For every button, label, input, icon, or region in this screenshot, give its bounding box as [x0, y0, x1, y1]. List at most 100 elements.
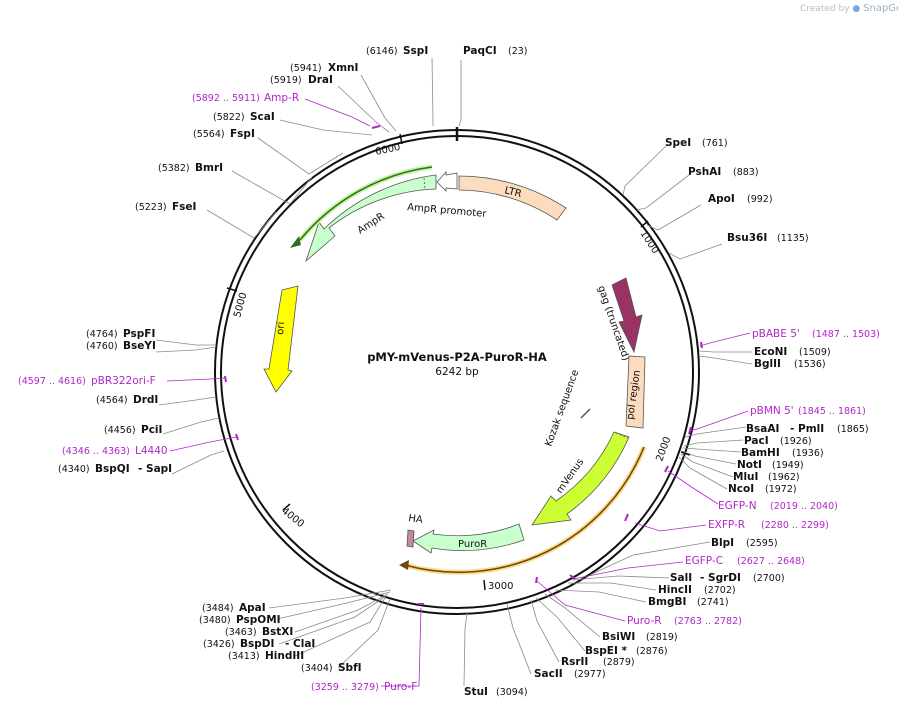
feature-label-ampr-promoter: AmpR promoter [407, 202, 488, 220]
feature-label-ampr: AmpR [356, 211, 387, 237]
enzyme-econi[interactable]: EcoNI [754, 346, 787, 358]
enzyme-fspi[interactable]: FspI [230, 128, 255, 140]
watermark-prefix: Created by [800, 4, 850, 14]
enzyme-pspomi[interactable]: PspOMI [236, 614, 281, 626]
enzyme-bmri[interactable]: BmrI [195, 162, 223, 174]
feature-ltr[interactable]: LTR [458, 175, 567, 221]
enzyme-ncoi[interactable]: NcoI [728, 483, 754, 495]
primer-marks [224, 125, 703, 605]
enzyme-sspi[interactable]: SspI [403, 45, 428, 57]
enzyme-paqci[interactable]: PaqCI [463, 45, 497, 57]
enzyme-rsrii[interactable]: RsrII [561, 656, 588, 668]
primer-puro-r[interactable]: Puro-R [627, 615, 662, 627]
enzyme-apoi[interactable]: ApoI [708, 193, 735, 205]
enzyme-hindiii[interactable]: HindIII [265, 650, 304, 662]
enzyme-bsu36i[interactable]: Bsu36I [727, 232, 767, 244]
enzyme-pos: (1936) [792, 448, 824, 459]
primer-pbabe-5[interactable]: pBABE 5' [752, 328, 800, 340]
enzyme-pos: (2595) [746, 538, 778, 549]
feature-pol-region[interactable]: pol region [625, 355, 646, 429]
enzyme-sapi[interactable]: - SapI [138, 463, 172, 475]
enzyme-xmni[interactable]: XmnI [328, 62, 358, 74]
enzyme-pos: (1949) [772, 460, 804, 471]
enzyme-pos: (4456) [104, 425, 136, 436]
enzyme-bstxi[interactable]: BstXI [262, 626, 293, 638]
primer-pos: (3259 .. 3279) [311, 682, 379, 693]
tick-3000: 3000 [483, 579, 513, 592]
feature-kozak[interactable]: Kozak sequence [543, 368, 591, 448]
snapgene-logo-icon: ● [852, 4, 861, 14]
enzyme-pos: (3426) [203, 639, 235, 650]
enzyme-hincii[interactable]: HincII [658, 584, 692, 596]
enzyme-pspfi[interactable]: PspFI [123, 328, 155, 340]
feature-label-ltr: LTR [503, 185, 522, 200]
enzyme-apai[interactable]: ApaI [239, 602, 266, 614]
primer-exfp-r[interactable]: EXFP-R [708, 519, 745, 531]
primer-pbmn-5[interactable]: pBMN 5' [750, 405, 794, 417]
enzyme-bseyi[interactable]: BseYI [123, 340, 156, 352]
enzyme-pos: (5919) [270, 75, 302, 86]
enzyme-pos: (3484) [202, 603, 234, 614]
primer-pos: (2019 .. 2040) [770, 501, 838, 512]
enzyme-pos: (1926) [780, 436, 812, 447]
enzyme-pos: (5564) [193, 129, 225, 140]
tick-label-3000: 3000 [488, 581, 513, 592]
watermark-brand: SnapGene [863, 3, 898, 14]
primer-pos: (5892 .. 5911) [192, 93, 260, 104]
enzyme-drai[interactable]: DraI [308, 74, 333, 86]
enzyme-scai[interactable]: ScaI [250, 111, 275, 123]
enzyme-bspei[interactable]: BspEI * [585, 645, 628, 657]
primer-l4440[interactable]: L4440 [135, 445, 168, 457]
primer-puro-f[interactable]: Puro-F [384, 681, 417, 693]
tick-4000: 4000 [279, 503, 306, 530]
enzyme-pmli[interactable]: - PmlI [790, 423, 824, 435]
enzyme-sgrdi[interactable]: - SgrDI [700, 572, 741, 584]
enzyme-sacii[interactable]: SacII [534, 668, 563, 680]
enzyme-stui[interactable]: StuI [464, 686, 488, 698]
enzyme-pos: (4760) [86, 341, 118, 352]
enzyme-pos: (5382) [158, 163, 190, 174]
primer-labels: (5892 .. 5911) Amp-R (4597 .. 4616) pBR3… [18, 92, 880, 693]
enzyme-bglii[interactable]: BglII [754, 358, 781, 370]
feature-gag[interactable]: gag (truncated) [595, 277, 643, 362]
tick-label-1000: 1000 [637, 229, 660, 256]
enzyme-mlui[interactable]: MluI [733, 471, 758, 483]
enzyme-sali[interactable]: SalI [670, 572, 692, 584]
enzyme-bspqi[interactable]: BspQI [95, 463, 130, 475]
primer-amp-r[interactable]: Amp-R [264, 92, 299, 104]
primer-pos: (4346 .. 4363) [62, 446, 130, 457]
enzyme-bsaai[interactable]: BsaAI [746, 423, 779, 435]
enzyme-noti[interactable]: NotI [737, 459, 762, 471]
enzyme-pos: (2819) [646, 632, 678, 643]
feature-ha[interactable]: HA [406, 513, 423, 548]
enzyme-pos: (3480) [199, 615, 231, 626]
enzyme-fsei[interactable]: FseI [172, 201, 196, 213]
enzyme-blpi[interactable]: BlpI [711, 537, 734, 549]
enzyme-pos: (2702) [704, 585, 736, 596]
feature-puror[interactable]: PuroR [412, 523, 525, 554]
enzyme-bamhi[interactable]: BamHI [741, 447, 780, 459]
primer-egfp-n[interactable]: EGFP-N [718, 500, 757, 512]
enzyme-pos: (4340) [58, 464, 90, 475]
enzyme-paci[interactable]: PacI [744, 435, 769, 447]
enzyme-sbfi[interactable]: SbfI [338, 662, 362, 674]
enzyme-labels: (6146) SspI PaqCI (23) (5941) XmnI (5919… [58, 45, 869, 698]
enzyme-bmgbi[interactable]: BmgBI [648, 596, 686, 608]
primer-pbr322ori-f[interactable]: pBR322ori-F [91, 375, 156, 387]
enzyme-bspdi[interactable]: BspDI [240, 638, 274, 650]
enzyme-bsiwi[interactable]: BsiWI [602, 631, 635, 643]
enzyme-pos: (1865) [837, 424, 869, 435]
feature-ori[interactable]: ori [263, 282, 299, 393]
enzyme-clai[interactable]: - ClaI [285, 638, 315, 650]
enzyme-drdi[interactable]: DrdI [133, 394, 158, 406]
primer-pos: (2763 .. 2782) [674, 616, 742, 627]
enzyme-pos: (2700) [753, 573, 785, 584]
enzyme-pcii[interactable]: PciI [141, 424, 162, 436]
enzyme-pos: (1135) [777, 233, 809, 244]
enzyme-pshai[interactable]: PshAI [688, 166, 721, 178]
enzyme-pos: (1509) [799, 347, 831, 358]
primer-egfp-c[interactable]: EGFP-C [685, 555, 723, 567]
enzyme-spei[interactable]: SpeI [665, 137, 691, 149]
orf-line [404, 446, 645, 574]
